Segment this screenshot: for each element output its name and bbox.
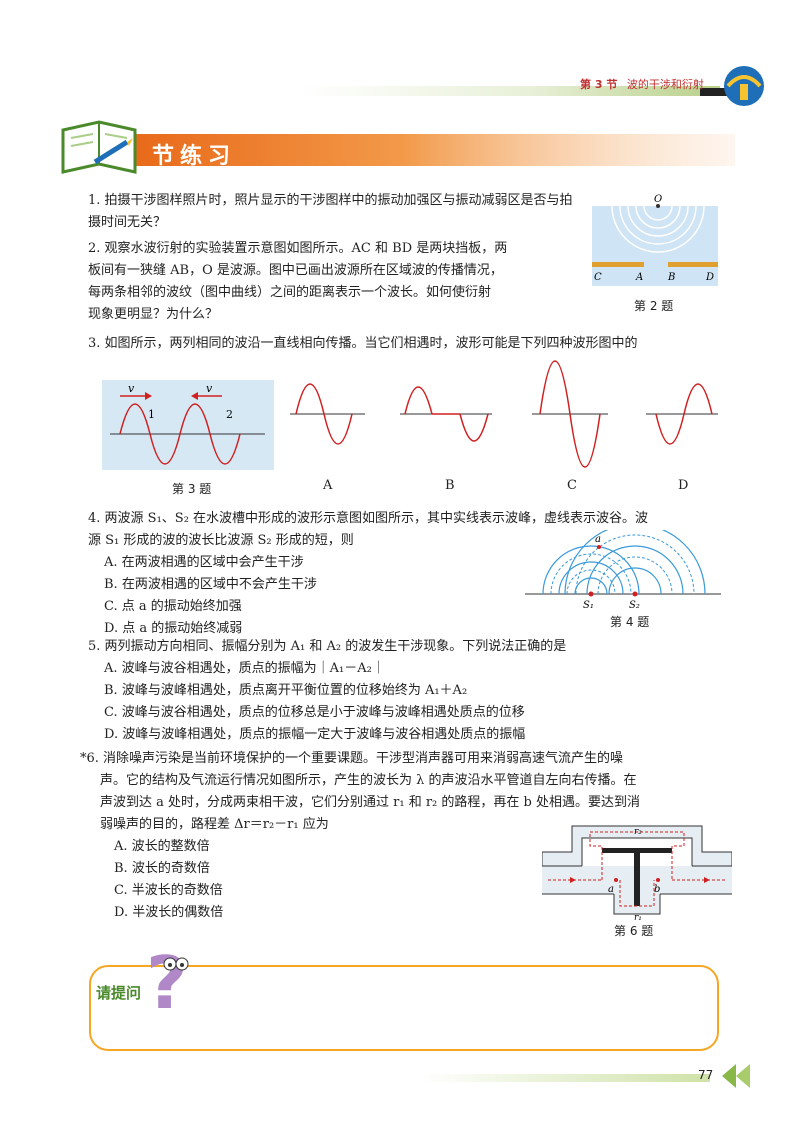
- header-section-title: 波的干涉和衍射: [626, 78, 704, 91]
- fig6-label-b: b: [654, 884, 660, 895]
- fig6-label-r1: r₁: [634, 913, 642, 922]
- fig3-w1: 1: [148, 408, 155, 421]
- ask-box: ?: [89, 941, 719, 1051]
- q4-option-a: A. 在两波相遇的区域中会产生干涉: [104, 555, 304, 570]
- fig2-label-O: O: [654, 194, 662, 205]
- footer-line: [420, 1074, 710, 1082]
- fig2-label-A: A: [635, 272, 643, 283]
- q6-option-d: D. 半波长的偶数倍: [114, 905, 224, 920]
- fig3-v1: v: [128, 382, 135, 395]
- q6-line2: 声。它的结构及气流运行情况如图所示，产生的波长为 λ 的声波沿水平管道自左向右传…: [100, 773, 637, 788]
- q2-line1: 2. 观察水波衍射的实验装置示意图如图所示。: [88, 241, 352, 256]
- fig3-option-D: D: [678, 478, 689, 493]
- q4-line1: 4. 两波源 S₁、S₂ 在水波槽中形成的波形示意图如图所示，其中实线表示波峰，…: [88, 511, 649, 526]
- q6-line3: 声波到达 a 处时，分成两束相干波，它们分别通过 r₁ 和 r₂ 的路程，再在 …: [100, 795, 640, 810]
- fig2-label-D: D: [705, 272, 714, 283]
- fig2-caption: 第 2 题: [634, 299, 674, 313]
- svg-text:?: ?: [146, 941, 188, 1025]
- section-banner: [61, 120, 735, 174]
- q5-option-d: D. 波峰与波峰相遇处，质点的振幅一定大于波峰与波谷相遇处质点的振幅: [104, 727, 526, 742]
- book-icon: [61, 120, 137, 174]
- fig4-label-s1: S₁: [583, 600, 594, 611]
- fig3-v2: v: [206, 382, 213, 395]
- figure-3: v v 1 2: [102, 360, 718, 470]
- question-mark-icon: ?: [146, 941, 189, 1025]
- fig6-label-a: a: [608, 884, 614, 895]
- q5-option-b: B. 波峰与波峰相遇处，质点离开平衡位置的位移始终为 A₁＋A₂: [104, 683, 468, 698]
- page-number: 77: [698, 1068, 714, 1082]
- q5-options: A. 波峰与波谷相遇处，质点的振幅为｜A₁－A₂｜ B. 波峰与波峰相遇处，质点…: [104, 658, 744, 746]
- figure-4: a S₁ S₂: [525, 530, 721, 611]
- fig4-label-s2: S₂: [629, 600, 640, 611]
- figure-2: O C A B D: [592, 194, 718, 286]
- fig6-caption: 第 6 题: [614, 924, 654, 938]
- q6-line1: *6. 消除噪声污染是当前环境保护的一个重要课题。干涉型消声器可用来消弱高速气流…: [80, 751, 624, 766]
- fig4-caption: 第 4 题: [610, 615, 650, 629]
- header-section: 第 3 节: [580, 78, 618, 91]
- q6-line4: 弱噪声的目的，路程差 Δr＝r₂－r₁ 应为: [100, 817, 329, 832]
- question-4: 4. 两波源 S₁、S₂ 在水波槽中形成的波形示意图如图所示，其中实线表示波峰，…: [88, 508, 738, 552]
- fig4-label-a: a: [595, 534, 601, 545]
- header-title: 第 3 节 波的干涉和衍射: [580, 76, 704, 92]
- question-6: *6. 消除噪声污染是当前环境保护的一个重要课题。干涉型消声器可用来消弱高速气流…: [80, 748, 740, 836]
- question-3: 3. 如图所示，两列相同的波沿一直线相向传播。当它们相遇时，波形可能是下列四种波…: [88, 336, 638, 351]
- q5-option-c: C. 波峰与波谷相遇处，质点的位移总是小于波峰与波峰相遇处质点的位移: [104, 705, 525, 720]
- q5-option-a: A. 波峰与波谷相遇处，质点的振幅为｜A₁－A₂｜: [104, 661, 385, 676]
- q2-line2: 板间有一狭缝 AB，O 是波源。图中已画出波源所在区域波的传播情况，: [88, 263, 503, 278]
- figure-6: r₂ a b r₁: [542, 825, 732, 922]
- q6-option-b: B. 波长的奇数倍: [114, 861, 210, 876]
- fig3-option-A: A: [323, 478, 333, 493]
- q2-line4: 现象更明显？为什么？: [88, 307, 219, 322]
- fig3-w2: 2: [226, 408, 233, 421]
- q4-option-c: C. 点 a 的振动始终加强: [104, 599, 242, 614]
- footer-arrows-icon: [722, 1064, 750, 1088]
- fig3-option-C: C: [567, 478, 577, 493]
- q4-options: A. 在两波相遇的区域中会产生干涉 B. 在两波相遇的区域中不会产生干涉 C. …: [104, 552, 317, 640]
- q6-option-c: C. 半波长的奇数倍: [114, 883, 223, 898]
- fig6-label-r2: r₂: [634, 827, 642, 837]
- fig2-label-C: C: [594, 272, 602, 283]
- q4-option-d: D. 点 a 的振动始终减弱: [104, 621, 243, 636]
- question-2: 2. 观察水波衍射的实验装置示意图如图所示。AC 和 BD 是两块挡板，两 板间…: [88, 238, 578, 326]
- question-1: 1. 拍摄干涉图样照片时，照片显示的干涉图样中的振动加强区与振动减弱区是否与拍摄…: [88, 193, 573, 230]
- ask-label: 请提问: [96, 984, 142, 1002]
- question-5: 5. 两列振动方向相同、振幅分别为 A₁ 和 A₂ 的波发生干涉现象。下列说法正…: [88, 639, 567, 654]
- fig3-option-B: B: [445, 478, 455, 493]
- q4-line2: 源 S₁ 形成的波的波长比波源 S₂ 形成的短，则: [88, 533, 354, 548]
- header-bar: [300, 86, 732, 96]
- q6-option-a: A. 波长的整数倍: [114, 839, 210, 854]
- q4-option-b: B. 在两波相遇的区域中不会产生干涉: [104, 577, 317, 592]
- fig2-label-B: B: [667, 272, 675, 283]
- header-logo-icon: [724, 66, 764, 106]
- fig3-caption: 第 3 题: [172, 482, 212, 496]
- q2-line1b: AC 和 BD 是两块挡板，两: [351, 241, 508, 256]
- q6-options: A. 波长的整数倍 B. 波长的奇数倍 C. 半波长的奇数倍 D. 半波长的偶数…: [114, 836, 223, 924]
- section-title: 节练习: [152, 144, 237, 169]
- q2-line3: 每两条相邻的波纹（图中曲线）之间的距离表示一个波长。如何使衍射: [88, 285, 492, 300]
